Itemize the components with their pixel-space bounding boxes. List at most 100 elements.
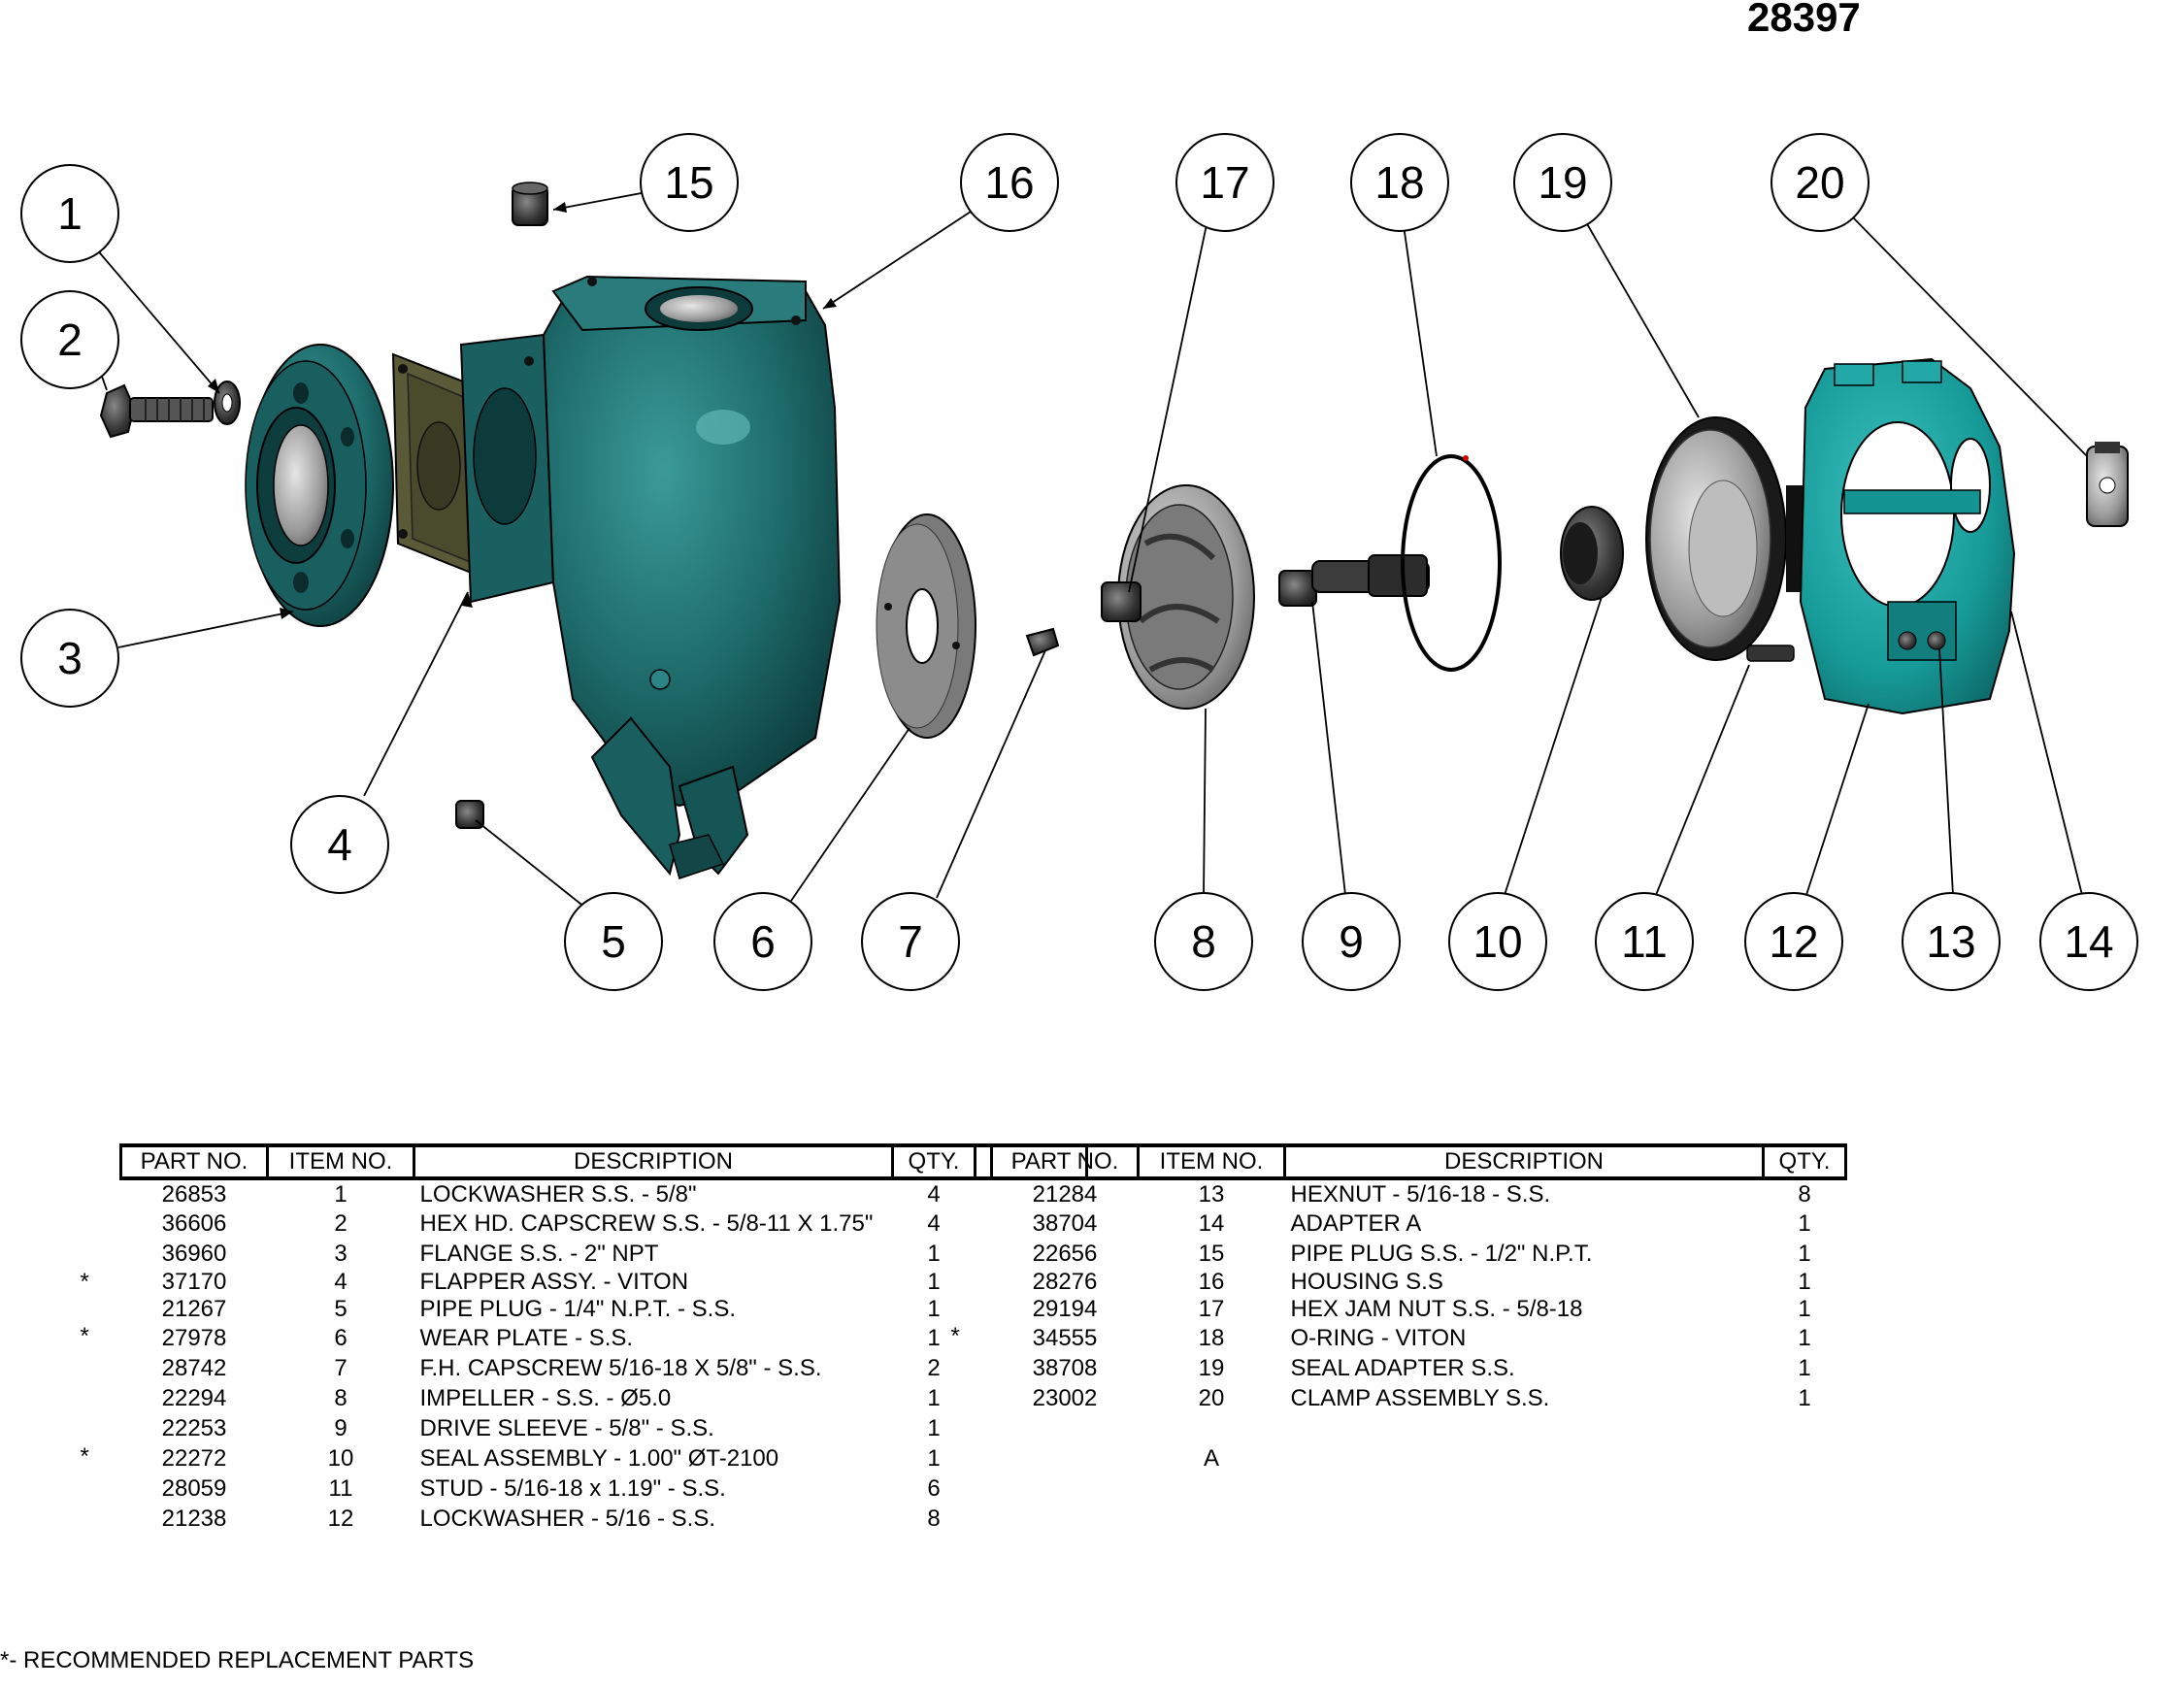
parts-table-left: PART NO. ITEM NO. DESCRIPTION QTY. 26853… — [81, 1143, 1088, 1534]
table-row — [992, 1413, 1846, 1443]
cell-item-no — [1139, 1413, 1285, 1443]
cell-item-no: 17 — [1198, 1296, 1225, 1322]
cell-qty: 1 — [1798, 1324, 1811, 1351]
cell-item-no: 3 — [334, 1240, 347, 1267]
cell-description: LOCKWASHER S.S. - 5/8" — [419, 1180, 697, 1208]
part-no-value: 21238 — [161, 1505, 227, 1532]
callout-label: 8 — [1191, 916, 1216, 967]
cell-part-no: 22656 — [992, 1239, 1139, 1269]
callout-label: 13 — [1926, 916, 1975, 967]
part-no-value: 38708 — [1032, 1354, 1098, 1381]
cell-qty: 4 — [927, 1209, 941, 1237]
cell-part-no: 36606 — [121, 1208, 268, 1239]
cell-item-no: 18 — [1198, 1324, 1225, 1351]
callout-circle — [1448, 892, 1547, 991]
hex-capscrew-part — [99, 383, 214, 439]
cell-part-no: *27978 — [81, 1323, 268, 1353]
cell-qty: 1 — [1798, 1209, 1811, 1237]
cell-description: HEXNUT - 5/16-18 - S.S. — [1290, 1180, 1551, 1208]
part-no-value: 27978 — [161, 1324, 227, 1351]
cell-qty: 1 — [1798, 1240, 1811, 1267]
callout-circle — [1744, 892, 1843, 991]
callout-1: 1 — [20, 164, 119, 263]
cell-part-no: 38708 — [992, 1353, 1139, 1383]
cell-qty: 1 — [927, 1269, 941, 1295]
cell-qty: 1 — [1798, 1354, 1811, 1381]
stud-part — [1746, 645, 1795, 662]
leader-lines — [92, 191, 2088, 909]
cell-item-no: 5 — [334, 1296, 347, 1322]
cell-qty: 1 — [1798, 1269, 1811, 1295]
cell-description: SEAL ASSEMBLY - 1.00" ØT-2100 — [419, 1444, 779, 1472]
callout-label: 12 — [1769, 916, 1818, 967]
callout-label: 4 — [327, 819, 352, 870]
callout-19: 19 — [1513, 133, 1612, 232]
cell-part-no: 21267 — [121, 1296, 268, 1323]
callout-label: 2 — [57, 314, 83, 365]
cell-item-no: 8 — [334, 1384, 347, 1411]
callout-5: 5 — [564, 892, 663, 991]
cell-spacer — [976, 1504, 1087, 1534]
cell-item-no: A — [1203, 1444, 1219, 1472]
callout-17: 17 — [1175, 133, 1274, 232]
callout-18: 18 — [1350, 133, 1449, 232]
cell-description: WEAR PLATE - S.S. — [419, 1324, 634, 1351]
cell-part-no: 28059 — [121, 1473, 268, 1504]
cell-item-no: 10 — [327, 1444, 354, 1472]
document-number: 28397 — [1747, 0, 1861, 40]
cell-description: DRIVE SLEEVE - 5/8" - S.S. — [419, 1414, 714, 1441]
cell-qty: 1 — [927, 1444, 941, 1472]
callout-circle — [1302, 892, 1401, 991]
cell-qty: 6 — [927, 1474, 941, 1502]
cell-description: HOUSING S.S — [1290, 1269, 1443, 1295]
callout-20: 20 — [1770, 133, 1870, 232]
cell-item-no: 7 — [334, 1354, 347, 1381]
cell-item-no: 19 — [1198, 1354, 1225, 1381]
callout-label: 6 — [750, 916, 776, 967]
seal-adapter-part — [1645, 416, 1805, 661]
callout-circle — [290, 795, 389, 894]
cell-item-no: 13 — [1198, 1180, 1225, 1208]
cell-description: O-RING - VITON — [1290, 1324, 1467, 1351]
callout-circle — [1902, 892, 2001, 991]
pipe-plug-top-part — [512, 182, 548, 226]
drive-sleeve-part — [1278, 554, 1430, 607]
cell-item-no: 15 — [1198, 1240, 1225, 1267]
cell-qty: 1 — [927, 1296, 941, 1322]
callout-label: 9 — [1339, 916, 1364, 967]
cell-part-no: 28742 — [121, 1353, 268, 1383]
cell-description: PIPE PLUG - 1/4" N.P.T. - S.S. — [419, 1296, 737, 1322]
callout-15: 15 — [640, 133, 739, 232]
table-row: *34555 18 O-RING - VITON 1 — [951, 1323, 1846, 1353]
callout-circle — [1175, 133, 1274, 232]
col-description: DESCRIPTION — [1283, 1143, 1765, 1180]
cell-qty: 1 — [927, 1324, 941, 1351]
callout-label: 1 — [57, 188, 83, 239]
cell-part-no: 28276 — [992, 1269, 1139, 1296]
callout-circle — [1154, 892, 1253, 991]
flange-part — [245, 344, 394, 627]
callout-label: 10 — [1473, 916, 1522, 967]
part-no-value: 28276 — [1032, 1269, 1098, 1295]
impeller-part — [1101, 484, 1255, 710]
part-no-value: 21284 — [1032, 1180, 1098, 1208]
part-no-value: 23002 — [1032, 1384, 1098, 1411]
recommended-mark: * — [950, 1323, 960, 1349]
cell-description: F.H. CAPSCREW 5/16-18 X 5/8" - S.S. — [419, 1354, 822, 1381]
callout-label: 19 — [1538, 157, 1587, 208]
part-no-value: 37170 — [161, 1269, 227, 1295]
cell-part-no: *34555 — [951, 1323, 1139, 1353]
adapter-part — [1799, 357, 2016, 715]
cell-qty: 1 — [927, 1384, 941, 1411]
cell-part-no: 38704 — [992, 1208, 1139, 1239]
cell-description: ADAPTER A — [1290, 1209, 1422, 1237]
